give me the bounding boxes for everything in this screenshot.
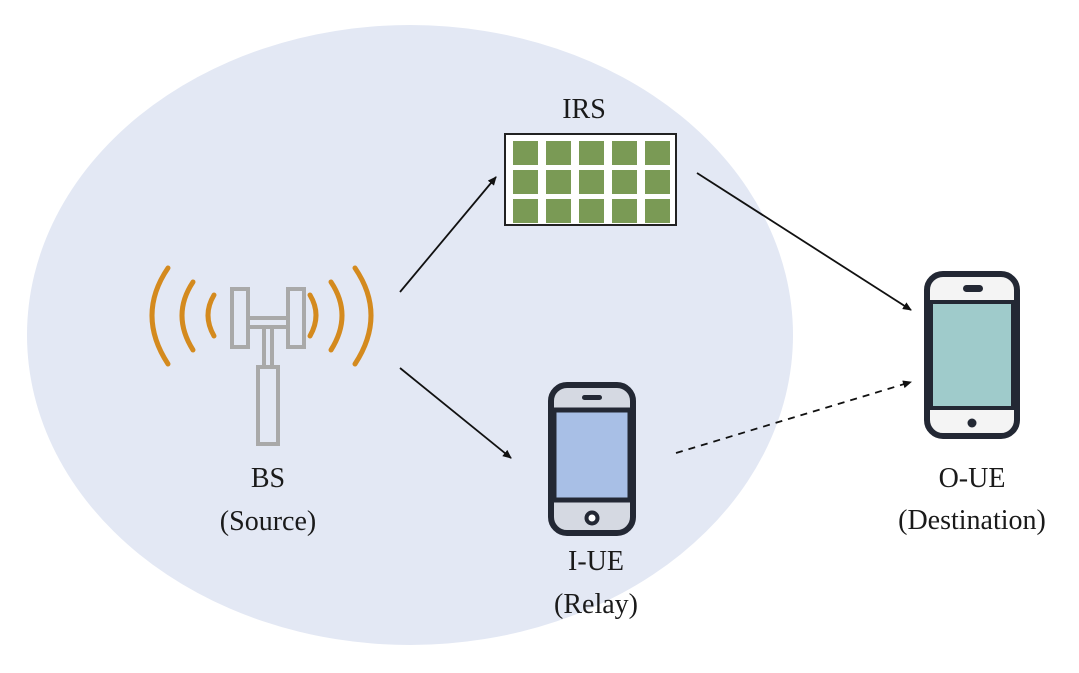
irs-element [546,170,571,194]
irs-element [612,199,637,223]
link-irs-oue [696,172,912,311]
destination-phone-icon [924,271,1020,439]
irs-element [513,199,538,223]
irs-element [612,170,637,194]
irs-label: IRS [562,94,606,125]
irs-element [546,199,571,223]
relay-phone-screen [551,407,633,503]
link-iue-oue [675,380,912,454]
link-bs-iue [399,367,512,459]
iue-role-label: (Relay) [554,589,638,620]
irs-element [645,141,670,165]
bs-role-label: (Source) [220,506,316,537]
tower-icon [230,287,306,446]
link-bs-irs [399,176,497,293]
bs-label: BS [251,463,285,494]
coverage-area [27,25,793,645]
oue-role-label: (Destination) [898,505,1046,536]
irs-element-grid [513,141,670,223]
irs-element [513,141,538,165]
signal-waves-left [149,265,217,367]
irs-element [645,170,670,194]
irs-panel-icon [504,133,677,226]
links [399,172,912,459]
relay-phone-icon [548,382,636,536]
irs-element [579,199,604,223]
irs-element [645,199,670,223]
irs-element [513,170,538,194]
signal-waves-right [307,265,374,367]
irs-element [579,141,604,165]
irs-element [579,170,604,194]
iue-label: I-UE [568,546,624,577]
destination-phone-screen [929,300,1015,410]
base-station-icon [149,265,374,446]
irs-element [546,141,571,165]
oue-label: O-UE [939,463,1006,494]
irs-element [612,141,637,165]
